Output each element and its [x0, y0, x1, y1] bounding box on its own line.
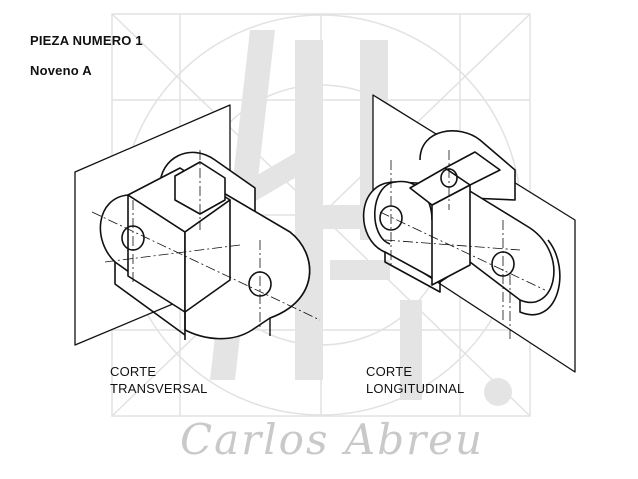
signature-watermark: Carlos Abreu: [180, 415, 485, 464]
page-title: PIEZA NUMERO 1: [30, 33, 143, 48]
back-boss: [419, 130, 516, 201]
caption-longitudinal-line2: LONGITUDINAL: [366, 381, 465, 396]
caption-transversal-line2: TRANSVERSAL: [110, 381, 208, 396]
figure-corte-longitudinal: [362, 94, 576, 373]
figure-corte-transversal: [74, 104, 321, 346]
page-subtitle: Noveno A: [30, 63, 92, 78]
caption-transversal-line1: CORTE: [110, 364, 157, 379]
caption-longitudinal-line1: CORTE: [366, 364, 413, 379]
